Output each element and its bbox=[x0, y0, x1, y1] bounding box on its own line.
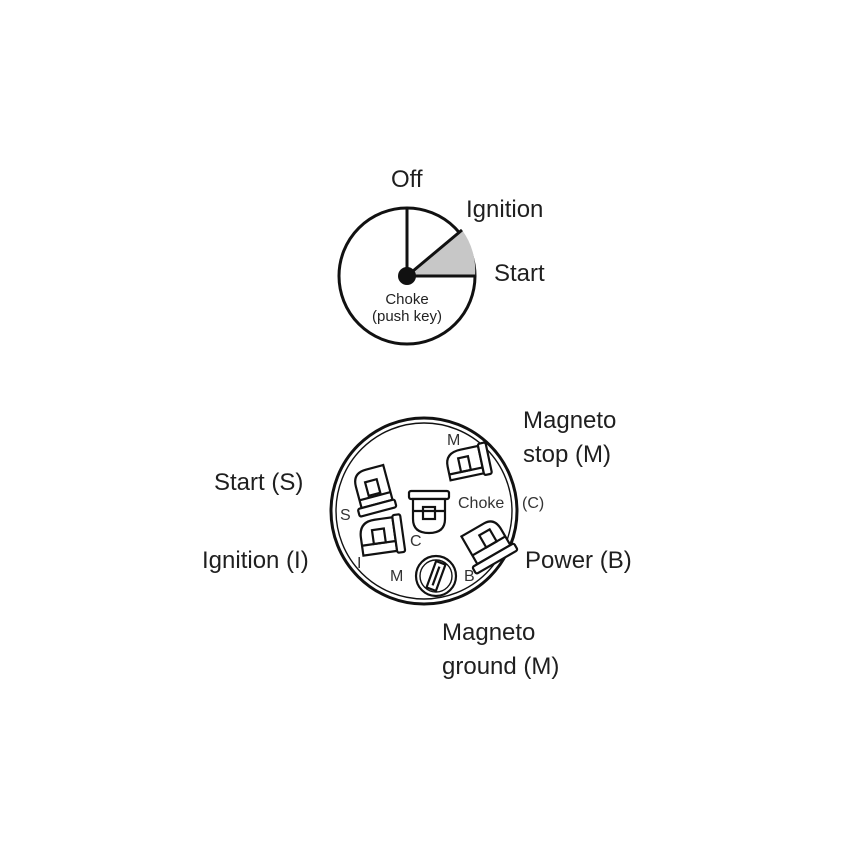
dial-off-label: Off bbox=[391, 166, 423, 193]
magneto-ground-line2: ground (M) bbox=[442, 653, 560, 680]
terminal-b-letter: B bbox=[464, 568, 475, 585]
choke-code-label: (C) bbox=[522, 495, 545, 512]
terminal-start bbox=[354, 463, 398, 518]
start-s-label: Start (S) bbox=[214, 469, 304, 496]
dial-choke-line1: Choke bbox=[385, 291, 429, 308]
terminal-m-top-letter: M bbox=[447, 432, 461, 449]
terminal-magneto-stop bbox=[446, 441, 493, 482]
magneto-ground-line1: Magneto bbox=[442, 619, 536, 646]
ignition-start-sector bbox=[407, 230, 476, 276]
ignition-i-label: Ignition (I) bbox=[202, 547, 309, 574]
terminal-m-bottom-letter: M bbox=[390, 568, 404, 585]
magneto-stop-label: Magneto stop (M) bbox=[523, 404, 616, 472]
terminal-s-letter: S bbox=[340, 507, 351, 524]
dial-choke-line2: (push key) bbox=[371, 308, 443, 325]
power-b-label: Power (B) bbox=[525, 547, 632, 574]
ignition-line bbox=[406, 228, 463, 278]
magneto-stop-line2: stop (M) bbox=[523, 441, 612, 468]
choke-inner-label: Choke bbox=[458, 495, 505, 512]
key-position-dial bbox=[337, 206, 477, 346]
terminal-c-letter: C bbox=[410, 533, 422, 550]
connector-face bbox=[329, 416, 519, 606]
dial-ignition-label: Ignition bbox=[466, 196, 544, 223]
dial-start-label: Start bbox=[494, 260, 545, 287]
terminal-i-letter: I bbox=[357, 555, 362, 572]
terminal-ignition bbox=[359, 513, 407, 557]
terminal-magneto-ground bbox=[414, 554, 458, 598]
connector-outer-ring bbox=[329, 416, 519, 606]
magneto-stop-line1: Magneto bbox=[523, 407, 617, 434]
magneto-ground-label: Magneto ground (M) bbox=[442, 616, 559, 684]
dial-center-dot bbox=[398, 267, 416, 285]
terminal-power bbox=[459, 520, 519, 575]
connector-inner-ring bbox=[335, 422, 513, 600]
terminal-choke bbox=[407, 489, 451, 535]
dial-choke-label: Choke (push key) bbox=[357, 291, 457, 325]
